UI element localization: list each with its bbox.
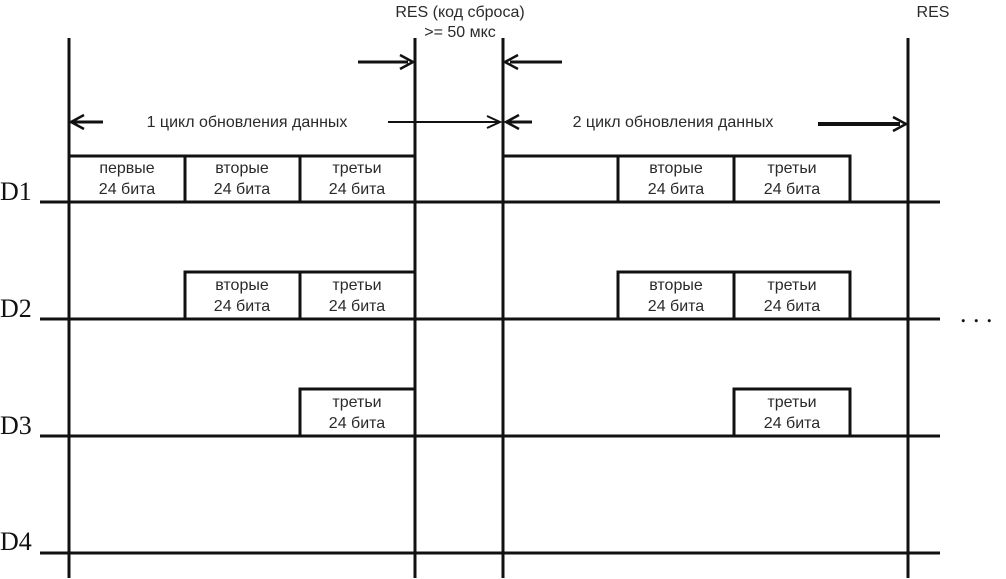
reset-arrow-right <box>502 53 562 71</box>
channel-label-d1: D1 <box>0 177 32 206</box>
packet-d1-cycle2-third: третьи 24 бита <box>732 154 852 204</box>
packet-size: 24 бита <box>329 181 385 198</box>
packet-d2-cycle1-second: вторые 24 бита <box>183 270 302 321</box>
reset-arrow-left <box>358 53 416 71</box>
packet-size: 24 бита <box>329 415 385 432</box>
packet-d1-cycle1-first: первые 24 бита <box>67 154 187 204</box>
packet-size: 24 бита <box>329 298 385 315</box>
cycle-2-arrow-right <box>818 115 909 133</box>
cycle-2-label: 2 цикл обновления данных <box>573 114 774 131</box>
packet-d3-cycle2-third: третьи 24 бита <box>732 387 852 438</box>
packet-d2-cycle1-third: третьи 24 бита <box>298 270 417 321</box>
reset-label: RES (код сброса) <box>395 4 524 21</box>
packet-size: 24 бита <box>764 415 820 432</box>
packet-size: 24 бита <box>648 298 704 315</box>
packet-name: третьи <box>332 160 381 177</box>
packet-size: 24 бита <box>648 181 704 198</box>
packet-name: вторые <box>649 277 703 294</box>
cycle-1-arrow-left <box>68 113 103 131</box>
packet-name: третьи <box>332 394 381 411</box>
packet-name: третьи <box>767 277 816 294</box>
reset-end-label: RES <box>917 4 950 21</box>
packet-name: вторые <box>215 277 269 294</box>
cycle-1-arrow-right <box>388 115 503 129</box>
packet-d1-cycle2-second: вторые 24 бита <box>616 154 736 204</box>
packet-d2-cycle2-second: вторые 24 бита <box>616 270 736 321</box>
channel-label-d2: D2 <box>0 294 32 323</box>
packet-name: вторые <box>215 160 269 177</box>
packet-size: 24 бита <box>214 181 270 198</box>
packet-name: третьи <box>767 160 816 177</box>
packet-d1-cycle1-second: вторые 24 бита <box>183 154 302 204</box>
packet-name: первые <box>99 160 154 177</box>
packet-name: третьи <box>767 394 816 411</box>
packet-d3-cycle1-third: третьи 24 бита <box>298 387 417 438</box>
packet-size: 24 бита <box>764 181 820 198</box>
packet-name: третьи <box>332 277 381 294</box>
packet-d2-cycle2-third: третьи 24 бита <box>732 270 852 321</box>
continuation-ellipsis: . . . <box>960 299 993 328</box>
channel-label-d3: D3 <box>0 411 32 440</box>
channel-label-d4: D4 <box>0 527 32 556</box>
reset-duration-label: >= 50 мкс <box>424 24 496 41</box>
cycle-1-label: 1 цикл обновления данных <box>147 114 348 131</box>
packet-size: 24 бита <box>764 298 820 315</box>
packet-name: вторые <box>649 160 703 177</box>
packet-d1-cycle2-first-unlabeled <box>501 154 618 202</box>
packet-size: 24 бита <box>99 181 155 198</box>
packet-size: 24 бита <box>214 298 270 315</box>
packet-d1-cycle1-third: третьи 24 бита <box>298 154 417 204</box>
cycle-2-arrow-left <box>503 113 532 131</box>
